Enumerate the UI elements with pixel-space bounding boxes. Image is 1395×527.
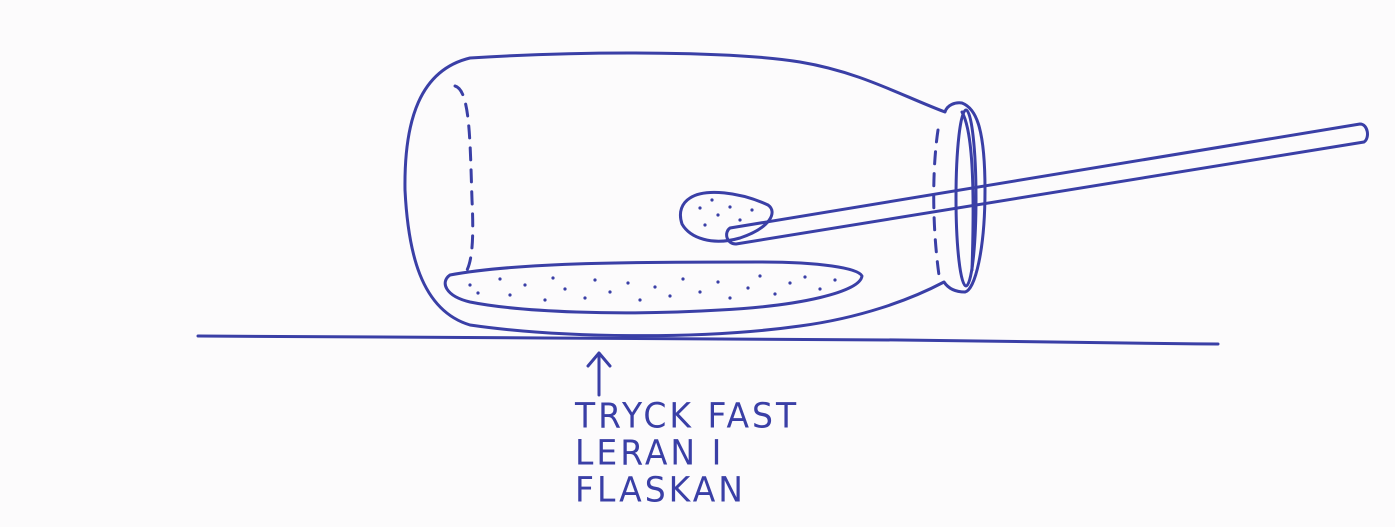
caption-line-1: TRYCK FAST [575, 396, 799, 435]
caption-line-3: FLASKAN [575, 470, 799, 509]
up-arrow-icon [588, 353, 610, 395]
bottle-neck-dashed-line [934, 130, 940, 282]
blob-dots [698, 198, 753, 226]
caption-line-2: LERAN I [575, 433, 799, 472]
instruction-caption: TRYCK FAST LERAN I FLASKAN [575, 396, 799, 507]
bottle-bottom-dashed-line [455, 86, 473, 272]
bottle-neck-ring-line [962, 112, 973, 270]
table-surface-line [198, 336, 1218, 344]
clay-dots [468, 274, 836, 301]
stick-outline [727, 124, 1368, 244]
